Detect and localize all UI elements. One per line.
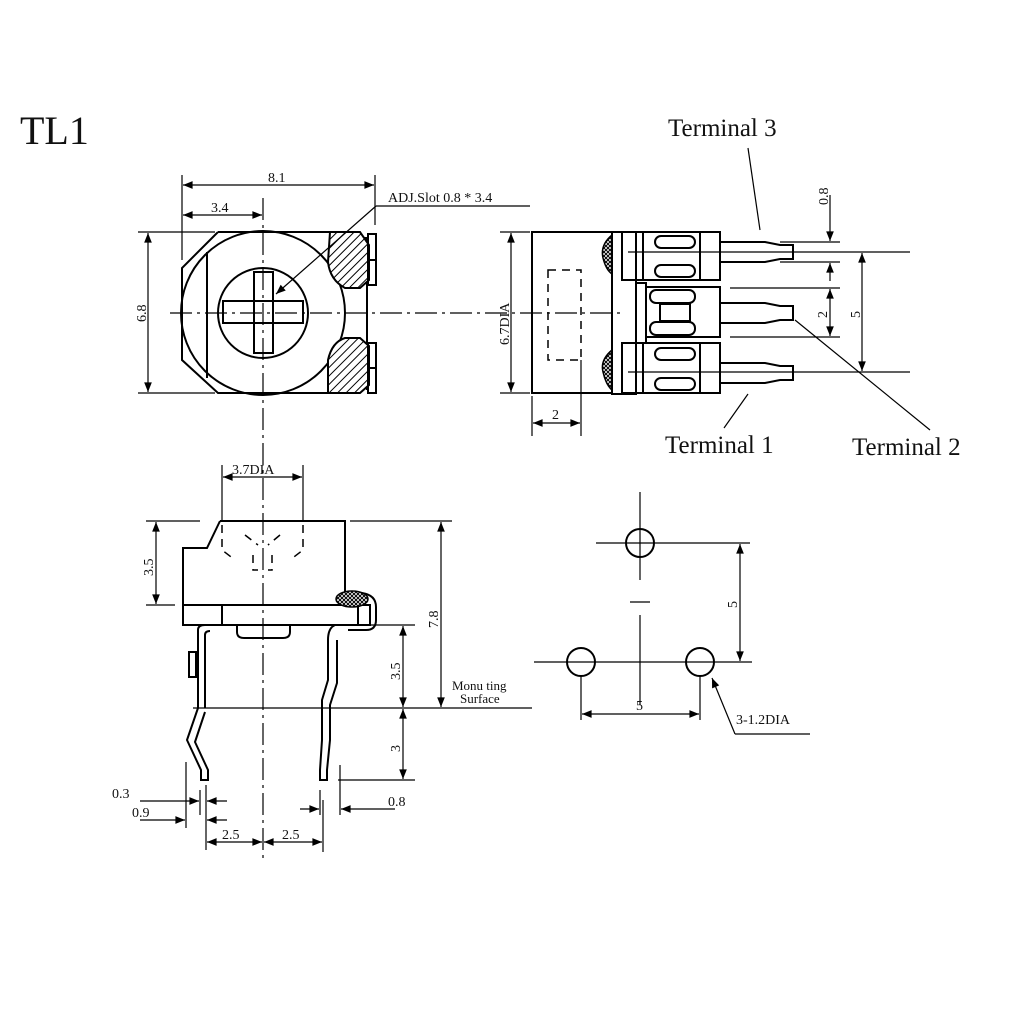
dim-knob-dia: 3.7DIA [232,463,275,478]
terminal-3-label: Terminal 3 [668,115,777,142]
dim-pin-length: 3 [389,745,404,752]
terminal-3-housing [621,231,794,281]
pcb-dim-vertical: 5 [726,601,741,608]
dim-dia: 6.7DIA [498,302,513,345]
dim-height: 6.8 [135,305,150,323]
dim-pitch-small: 2 [816,311,831,318]
pcb-layout: 5 5 3-1.2DIA [534,492,810,735]
dim-standoff: 3.5 [389,663,404,681]
dim-pitch-right: 2.5 [282,828,300,843]
side-view: 0.8 2 5 6.7DIA 2 Terminal 3 Terminal 1 T… [498,115,961,461]
dim-depth: 2 [552,408,559,423]
dim-pin-thick: 0.3 [112,787,130,802]
dim-pin-width: 0.8 [817,188,832,206]
dim-pin-right: 0.8 [388,795,406,810]
top-view: 8.1 3.4 6.8 ADJ.Slot 0.8 * 3.4 [135,171,620,860]
dim-knob-height: 3.5 [142,559,157,577]
drawing-title: TL1 [20,108,89,153]
slot-note: ADJ.Slot 0.8 * 3.4 [388,191,492,206]
dim-pitch: 5 [849,311,864,318]
pcb-dim-horizontal: 5 [636,699,643,714]
terminal-1-label: Terminal 1 [665,432,774,459]
mounting-surface-label-2: Surface [460,691,500,706]
terminal-2-housing [645,286,794,338]
terminal-1-housing [621,342,794,394]
dim-width: 8.1 [268,171,286,186]
dim-pin-w: 0.9 [132,806,150,821]
dim-offset: 3.4 [211,201,229,216]
mounting-surface-label-1: Monu ting [452,678,507,693]
hole-note: 3-1.2DIA [736,713,791,728]
terminal-2-label: Terminal 2 [852,434,961,461]
dim-pitch-left: 2.5 [222,828,240,843]
dim-total-height: 7.8 [427,611,442,629]
front-view: 3.7DIA 3.5 7.8 3.5 3 Monu ting Surface 0… [112,463,532,852]
